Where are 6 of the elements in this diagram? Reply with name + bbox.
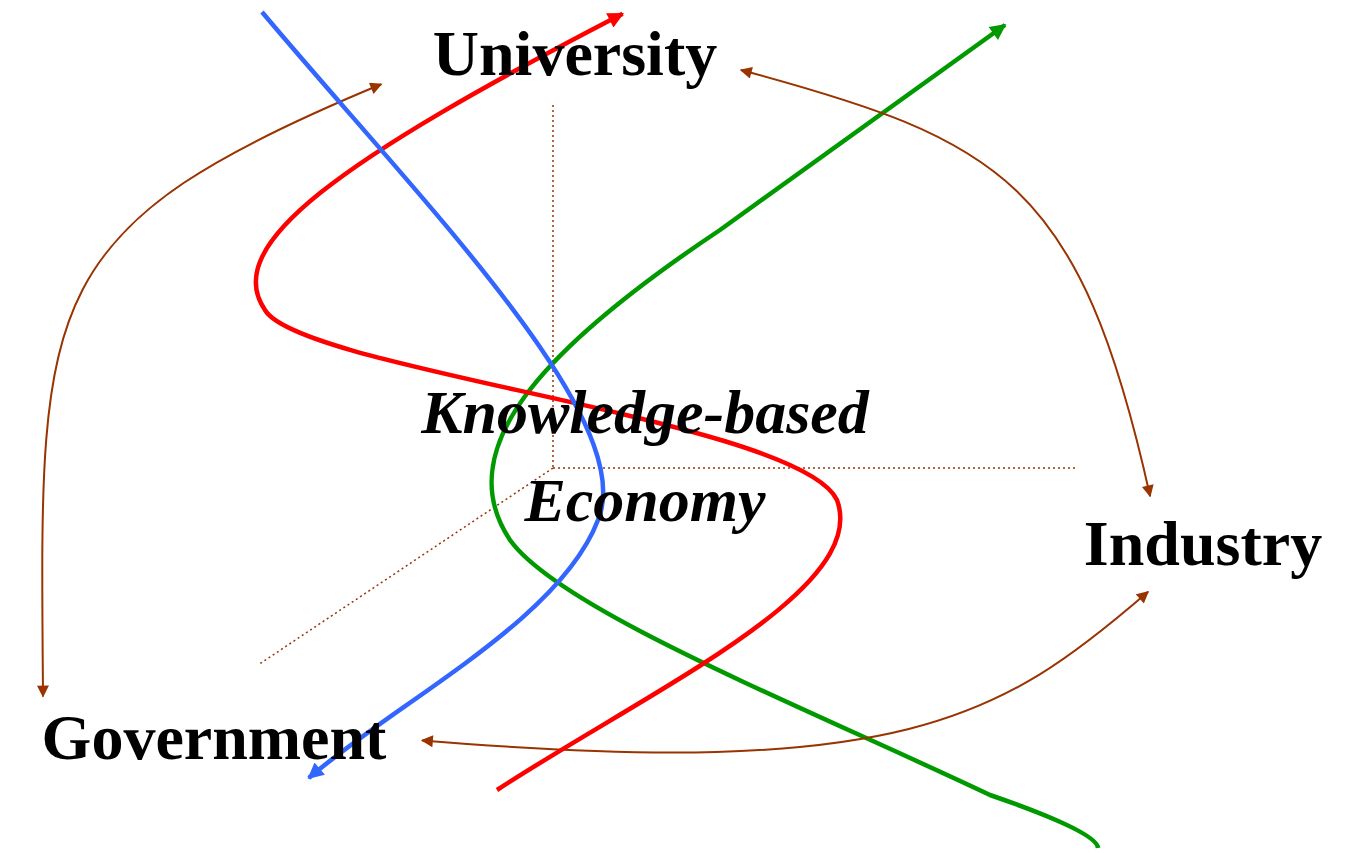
double-arrow <box>36 83 383 698</box>
helix-arrow <box>260 10 605 780</box>
double-arrow <box>420 590 1150 754</box>
helix-arrow <box>254 11 842 792</box>
double-arrow <box>739 67 1154 498</box>
node-label: Industry <box>1083 507 1323 581</box>
